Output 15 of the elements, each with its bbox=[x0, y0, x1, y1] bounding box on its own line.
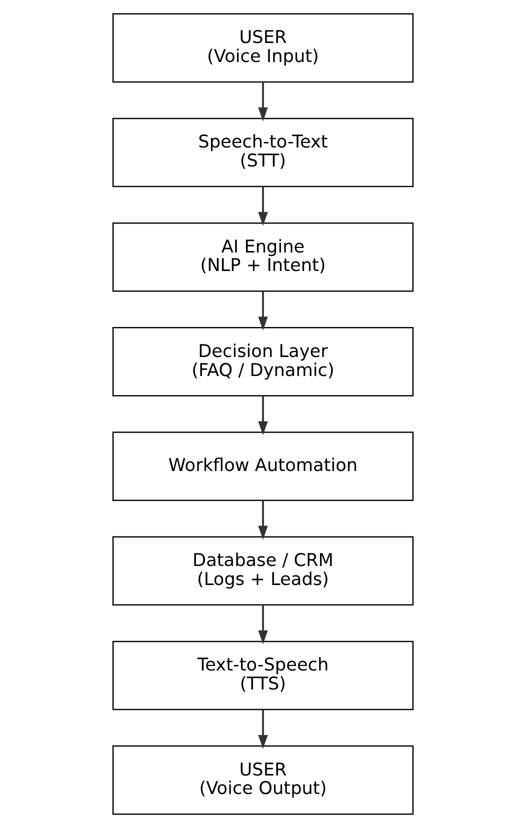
node-box: Speech-to-Text (STT) bbox=[112, 118, 414, 188]
node-box: Decision Layer (FAQ / Dynamic) bbox=[112, 327, 414, 396]
arrow bbox=[258, 186, 268, 226]
node-box: Database / CRM (Logs + Leads) bbox=[112, 536, 414, 606]
arrow bbox=[258, 82, 268, 122]
node-box: USER (Voice Output) bbox=[112, 745, 414, 815]
arrow bbox=[258, 605, 268, 644]
node-box: USER (Voice Input) bbox=[112, 13, 414, 83]
arrow bbox=[258, 710, 268, 749]
node-box: Text-to-Speech (TTS) bbox=[112, 640, 414, 710]
arrow bbox=[258, 291, 268, 330]
arrow bbox=[258, 500, 268, 540]
node-box: AI Engine (NLP + Intent) bbox=[112, 222, 414, 292]
node-box: Workflow Automation bbox=[112, 432, 414, 501]
arrow bbox=[258, 396, 268, 436]
